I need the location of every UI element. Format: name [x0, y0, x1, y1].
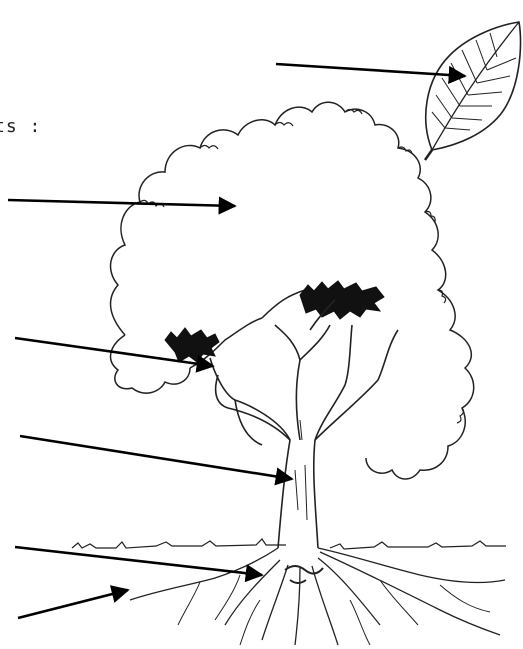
arrow-to-trunk — [20, 436, 292, 479]
leaf-drawing — [425, 22, 521, 160]
arrow-to-collar — [15, 547, 262, 575]
foliage-clusters — [165, 281, 384, 362]
tree-roots — [130, 548, 505, 645]
ground-line — [72, 539, 506, 549]
arrow-to-roots — [18, 590, 128, 618]
arrow-to-leaf — [276, 64, 465, 76]
tree-trunk-branches — [210, 300, 398, 548]
label-arrows — [8, 64, 465, 618]
arrow-to-crown — [8, 200, 235, 206]
cropped-instruction-text: ts : — [0, 116, 41, 137]
tree-crown — [111, 102, 474, 479]
